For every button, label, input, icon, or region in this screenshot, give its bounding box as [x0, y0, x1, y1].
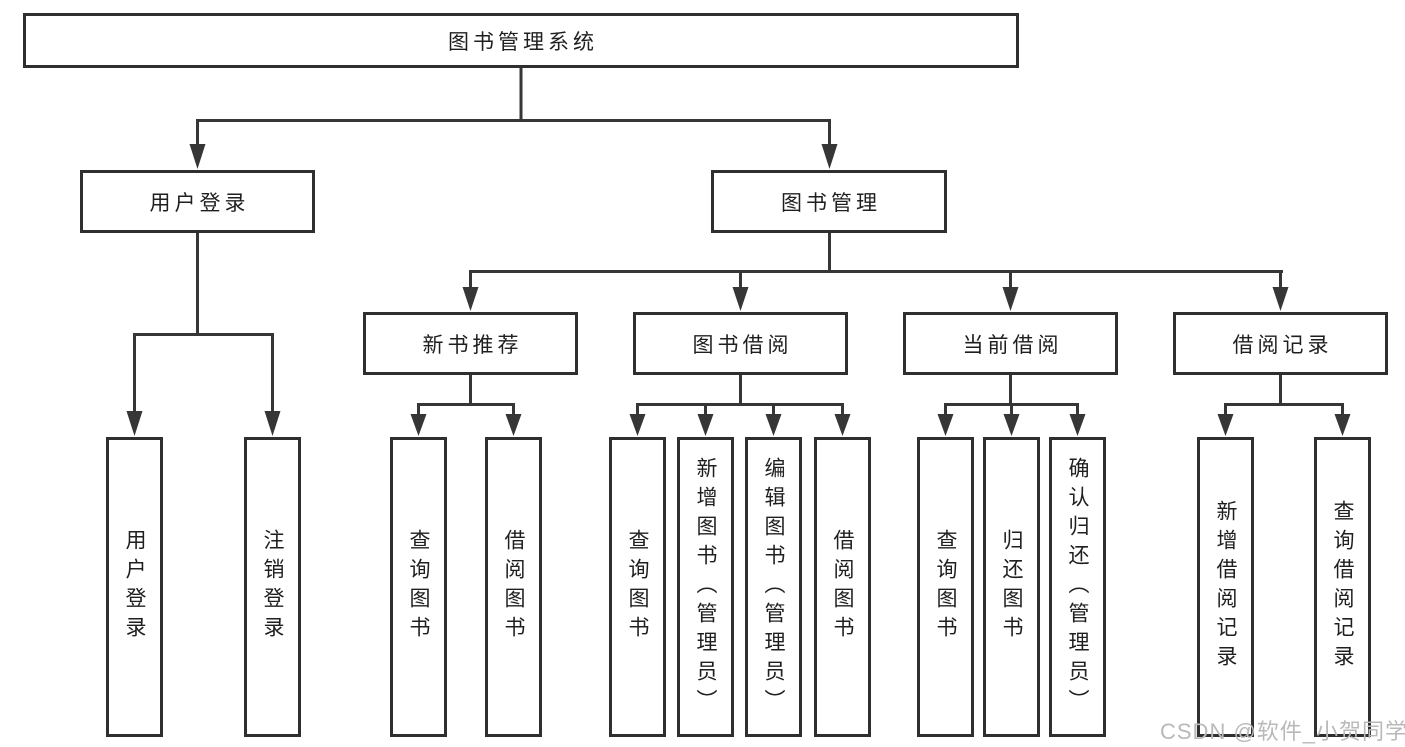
node-label: 图书管理 — [781, 191, 881, 215]
leaf-label: 查询图书 — [626, 529, 649, 645]
connector-book-borrow-branch — [629, 375, 851, 436]
connector-root-to-level2 — [189, 68, 838, 169]
node-label: 用户登录 — [149, 191, 250, 215]
leaf-label: 查询图书 — [407, 529, 430, 645]
leaf-label: 用户登录 — [123, 529, 146, 645]
node-new-book-recommendation: 新书推荐 — [363, 312, 578, 375]
arrow-down-icon — [629, 414, 646, 436]
leaf-borrow-books: 借阅图书 — [814, 437, 871, 737]
arrow-down-icon — [1272, 287, 1289, 311]
leaf-query-borrow-record: 查询借阅记录 — [1314, 437, 1371, 737]
arrow-down-icon — [834, 414, 851, 436]
arrow-down-icon — [126, 411, 143, 436]
node-book-borrowing: 图书借阅 — [633, 312, 848, 375]
arrow-down-icon — [462, 287, 479, 311]
arrow-down-icon — [765, 414, 782, 436]
arrow-down-icon — [189, 144, 206, 169]
node-label: 借阅记录 — [1232, 333, 1333, 357]
node-label: 新书推荐 — [422, 333, 523, 357]
leaf-label: 归还图书 — [1000, 529, 1023, 645]
leaf-label: 确认归还（管理员） — [1066, 456, 1089, 718]
watermark-csdn: CSDN @软件_小贺同学 — [1160, 719, 1405, 744]
arrow-down-icon — [1002, 287, 1019, 311]
leaf-query-books-newbook: 查询图书 — [390, 437, 447, 737]
node-library-management-system: 图书管理系统 — [23, 13, 1019, 68]
connector-current-borrow-branch — [937, 375, 1086, 436]
arrow-down-icon — [1003, 414, 1020, 436]
arrow-down-icon — [505, 414, 522, 436]
node-label: 图书借阅 — [692, 333, 793, 357]
arrow-down-icon — [410, 414, 427, 436]
leaf-query-books-borrow: 查询图书 — [609, 437, 666, 737]
arrow-down-icon — [697, 414, 714, 436]
node-label: 当前借阅 — [962, 333, 1063, 357]
leaf-label: 借阅图书 — [502, 529, 525, 645]
leaf-label: 编辑图书（管理员） — [762, 456, 785, 718]
leaf-logout: 注销登录 — [244, 437, 301, 737]
arrow-down-icon — [1217, 414, 1234, 436]
node-user-login: 用户登录 — [80, 170, 315, 233]
node-label: 图书管理系统 — [448, 30, 598, 54]
node-current-borrowing: 当前借阅 — [903, 312, 1118, 375]
leaf-label: 注销登录 — [261, 529, 284, 645]
leaf-label: 新增图书（管理员） — [694, 456, 717, 718]
connector-user-login-branch — [126, 233, 281, 436]
leaf-label: 查询借阅记录 — [1331, 500, 1354, 674]
leaf-query-books-current: 查询图书 — [917, 437, 974, 737]
leaf-add-borrow-record: 新增借阅记录 — [1197, 437, 1254, 737]
leaf-return-book: 归还图书 — [983, 437, 1040, 737]
connector-new-book-branch — [410, 375, 522, 436]
arrow-down-icon — [732, 287, 749, 311]
leaf-user-login: 用户登录 — [106, 437, 163, 737]
arrow-down-icon — [937, 414, 954, 436]
leaf-label: 新增借阅记录 — [1214, 500, 1237, 674]
leaf-label: 查询图书 — [934, 529, 957, 645]
arrow-down-icon — [1334, 414, 1351, 436]
leaf-borrow-books-newbook: 借阅图书 — [485, 437, 542, 737]
leaf-edit-book-admin: 编辑图书（管理员） — [745, 437, 802, 737]
connector-book-management-branch — [462, 233, 1289, 311]
node-book-management: 图书管理 — [711, 170, 947, 233]
arrow-down-icon — [264, 411, 281, 436]
arrow-down-icon — [821, 144, 838, 169]
node-borrowing-records: 借阅记录 — [1173, 312, 1388, 375]
leaf-confirm-return-admin: 确认归还（管理员） — [1049, 437, 1106, 737]
connector-borrow-record-branch — [1217, 375, 1351, 436]
leaf-label: 借阅图书 — [831, 529, 854, 645]
leaf-add-book-admin: 新增图书（管理员） — [677, 437, 734, 737]
arrow-down-icon — [1069, 414, 1086, 436]
